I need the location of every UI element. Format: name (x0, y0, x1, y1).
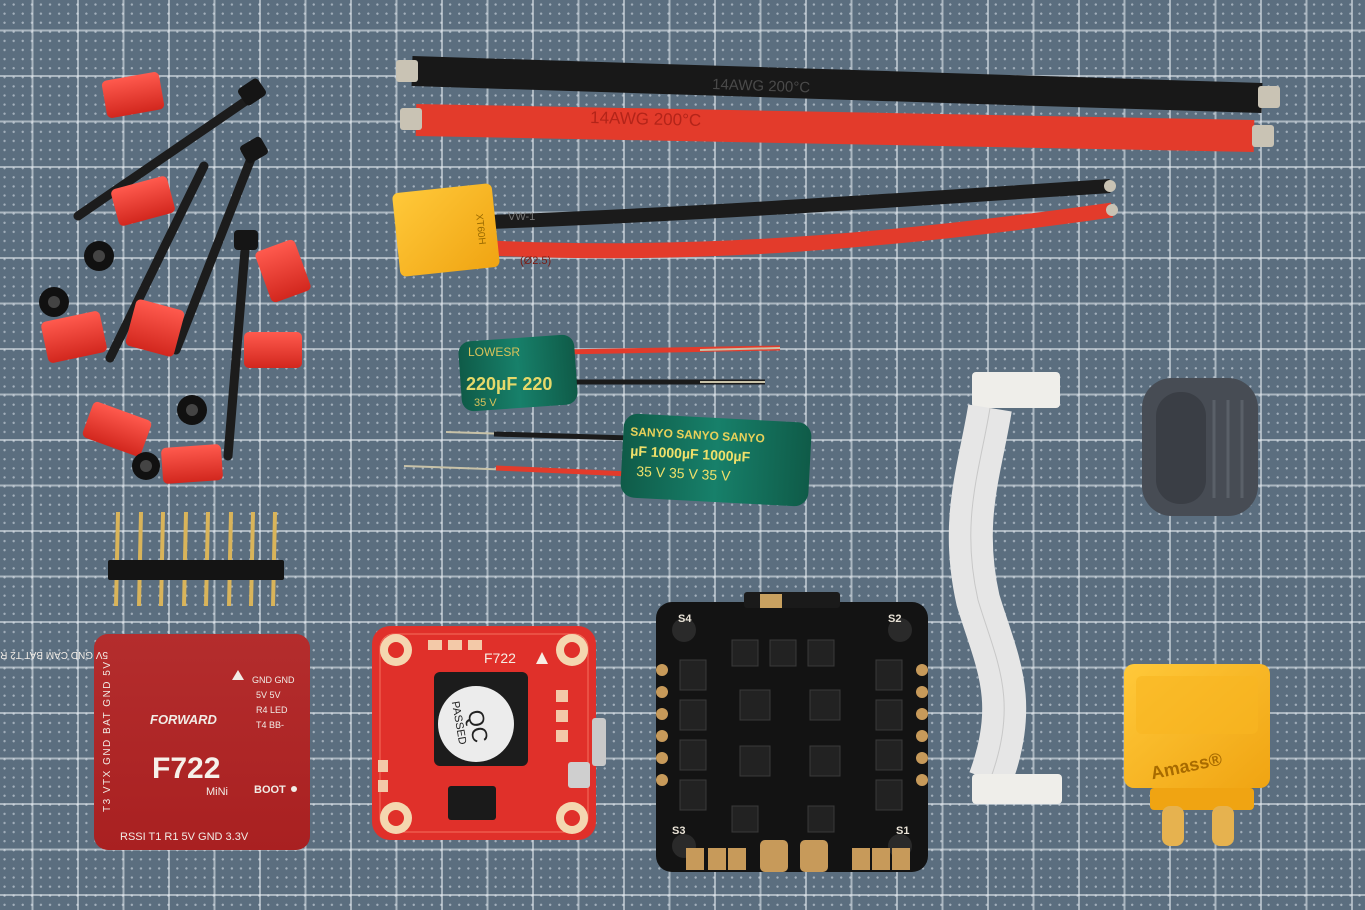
lock-nut (177, 395, 207, 425)
red-standoff (82, 401, 152, 457)
qc-sticker-line1: QC (463, 708, 493, 745)
backplate-bottom-row: RSSI T1 R1 5V GND 3.3V (120, 831, 249, 843)
backplate-right-pin-1: GND GND (252, 675, 295, 685)
xt60-plug-yellow (392, 183, 500, 277)
red-standoff (125, 299, 185, 357)
backplate-right-pin-2: 5V 5V (256, 690, 281, 700)
red-standoff (161, 444, 223, 484)
pigtail-red-print: (Ø2.5) (520, 255, 551, 267)
backplate-top-row: 5V GND CAM BAT T2 R2 (0, 649, 108, 660)
esc-board: S4 S2 S3 S1 (656, 592, 928, 872)
lock-nut (84, 241, 114, 271)
red-wire-print: 14AWG 200°C (590, 108, 702, 130)
black-screw (73, 89, 261, 221)
screw-head (240, 136, 268, 164)
backplate-boot: BOOT (254, 784, 286, 796)
cap-220-brand: LOWESR (468, 345, 520, 359)
black-screw (223, 233, 251, 461)
red-standoff (255, 239, 311, 303)
screw-head (238, 78, 266, 106)
black-wire-print: 14AWG 200°C (712, 76, 811, 96)
backplate-right-pin-4: T4 BB- (256, 720, 284, 730)
cap-1000-value: µF 1000µF 1000µF (630, 443, 751, 465)
backplate-brand: FORWARD (150, 712, 218, 727)
backplate-model: F722 (152, 752, 220, 785)
backplate-left-col: T3 VTX GND BAT GND 5V (102, 662, 113, 812)
pin-header (108, 511, 284, 607)
fc-board: F722 QC PASSED (372, 626, 606, 840)
esc-pad-s2: S2 (888, 613, 901, 625)
ribbon-cable (948, 372, 1062, 804)
esc-pad-s1: S1 (896, 825, 909, 837)
esc-pad-s3: S3 (672, 825, 685, 837)
red-standoff (111, 176, 175, 226)
lock-nut (39, 287, 69, 317)
black-screw (105, 161, 209, 363)
cap-holder-boot (1142, 378, 1258, 516)
capacitor-220uf: LOWESR 220µF 220 35 V (458, 334, 781, 412)
backplate-right-pin-3: R4 LED (256, 705, 288, 715)
power-wires: 14AWG 200°C 14AWG 200°C (396, 56, 1280, 152)
backplate-variant: MiNi (206, 786, 228, 798)
esc-pad-s4: S4 (678, 613, 692, 625)
cap-220-value: 220µF 220 (466, 374, 552, 394)
red-standoff (101, 72, 165, 118)
cap-1000-voltage: 35 V 35 V 35 V (636, 463, 732, 484)
fc-backplate: 5V GND CAM BAT T2 R2 T3 VTX GND BAT GND … (0, 634, 310, 850)
xt60-connector: Amass® (1124, 664, 1270, 846)
xt60-plug-print: XT60H (473, 213, 487, 245)
pigtail-black-print: VW-1 (508, 211, 535, 223)
red-standoff (41, 311, 107, 363)
qc-sticker (438, 686, 514, 762)
black-screw (171, 141, 261, 355)
lock-nut (132, 452, 160, 480)
fc-board-model: F722 (484, 650, 516, 666)
xt60-pigtail: VW-1 (Ø2.5) XT60H (392, 179, 1118, 277)
screw-hardware-group (39, 72, 311, 484)
cap-220-voltage: 35 V (474, 397, 497, 409)
red-standoff (244, 332, 302, 368)
capacitor-1000uf: SANYO SANYO SANYO µF 1000µF 1000µF 35 V … (403, 413, 812, 507)
screw-head (234, 230, 258, 250)
